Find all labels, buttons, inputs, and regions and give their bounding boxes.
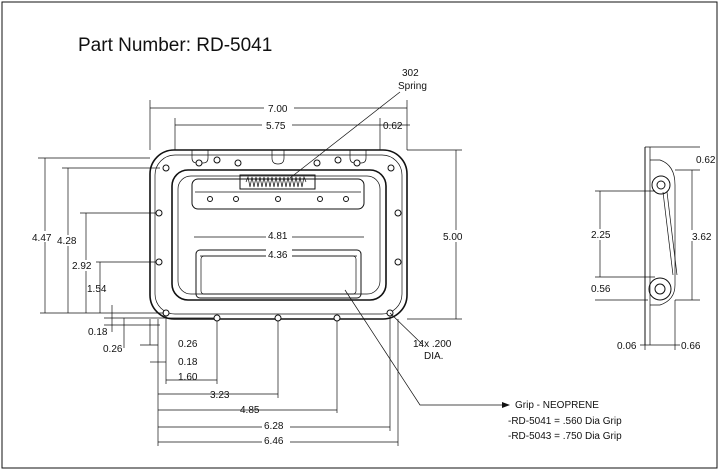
top-dimensions: 7.00 5.75 0.62: [149, 100, 410, 150]
side-dim-006: 0.06: [617, 341, 637, 352]
dim-026-left: 0.26: [103, 344, 123, 355]
grip-dimensions: 4.81 4.36: [194, 230, 364, 261]
hole: [274, 314, 282, 322]
dim-062: 0.62: [383, 121, 403, 132]
side-dim-056: 0.56: [591, 284, 611, 295]
hole: [233, 196, 239, 202]
dim-628: 6.28: [264, 421, 284, 432]
recess-outline: [171, 169, 387, 301]
hole: [195, 159, 203, 167]
hole: [162, 164, 170, 172]
grip-note-5043: -RD-5043 = .750 Dia Grip: [508, 431, 622, 442]
side-pivot: [651, 175, 671, 195]
spring-leader: [289, 91, 401, 179]
dim-481: 4.81: [268, 231, 288, 242]
dim-292: 2.92: [72, 261, 92, 272]
side-dim-225: 2.25: [591, 230, 611, 241]
grip-arrow-icon: [502, 402, 510, 408]
hole: [334, 156, 342, 164]
hole: [313, 159, 321, 167]
hole: [213, 314, 221, 322]
hole: [155, 258, 163, 266]
spring-number: 302: [402, 68, 419, 79]
left-dimensions: 4.47 4.28 2.92 1.54 0.18 0.26: [30, 157, 214, 355]
side-handle-arm: [662, 191, 674, 276]
hole: [275, 196, 281, 202]
dim-646: 6.46: [264, 436, 284, 447]
dim-026-bottom: 0.26: [178, 339, 198, 350]
mounting-holes: [155, 156, 402, 322]
side-dim-362: 3.62: [692, 232, 712, 243]
dim-500: 5.00: [443, 232, 463, 243]
dim-428: 4.28: [57, 236, 77, 247]
height-dimension: 5.00: [407, 149, 470, 320]
side-grip: [648, 277, 672, 301]
hole: [213, 156, 221, 164]
spring-coil: [245, 175, 307, 188]
side-pivot-inner: [656, 180, 666, 190]
side-dim-066: 0.66: [681, 341, 701, 352]
dim-700: 7.00: [268, 104, 288, 115]
grip-note-title: Grip - NEOPRENE: [515, 400, 599, 411]
dim-154: 1.54: [87, 284, 107, 295]
dim-447: 4.47: [32, 233, 52, 244]
hole: [317, 196, 323, 202]
holes-count: 14x .200: [413, 339, 452, 350]
holes-leader: [389, 312, 423, 345]
notch-center: [271, 150, 285, 165]
dim-436: 4.36: [268, 250, 288, 261]
dim-485: 4.85: [240, 405, 260, 416]
hole: [353, 159, 361, 167]
hole: [207, 196, 213, 202]
side-dim-062: 0.62: [696, 155, 716, 166]
bottom-dimensions: 0.26 0.18 1.60 3.23 4.85 6.28 6.46: [140, 316, 399, 447]
page-title: Part Number: RD-5041: [78, 35, 272, 56]
hole: [343, 196, 349, 202]
grip-inner: [200, 255, 357, 295]
side-recess: [650, 159, 676, 306]
side-grip-inner: [654, 283, 666, 295]
dim-018-bottom: 0.18: [178, 357, 198, 368]
hole: [394, 209, 402, 217]
side-handle-arm-2: [666, 191, 678, 276]
holes-dia: DIA.: [424, 351, 443, 362]
plate-inner-outline: [154, 154, 403, 315]
spring-label: Spring: [398, 81, 427, 92]
side-view: 0.62 3.62 2.25 0.56 0.06 0.66: [590, 146, 716, 352]
dim-323: 3.23: [210, 390, 230, 401]
spring-housing: [239, 174, 316, 190]
hole: [333, 314, 341, 322]
grip-note-5041: -RD-5041 = .560 Dia Grip: [508, 416, 622, 427]
hole: [387, 164, 395, 172]
dim-575: 5.75: [266, 121, 286, 132]
hole: [234, 159, 242, 167]
grip-leader: [344, 289, 502, 406]
hole: [394, 258, 402, 266]
hole: [155, 209, 163, 217]
front-view: 302 Spring 7.00 5.75 0.62 4.81 4.36: [30, 68, 510, 447]
dim-160: 1.60: [178, 372, 198, 383]
dim-018-left: 0.18: [88, 327, 108, 338]
handle-bar: [191, 178, 365, 210]
